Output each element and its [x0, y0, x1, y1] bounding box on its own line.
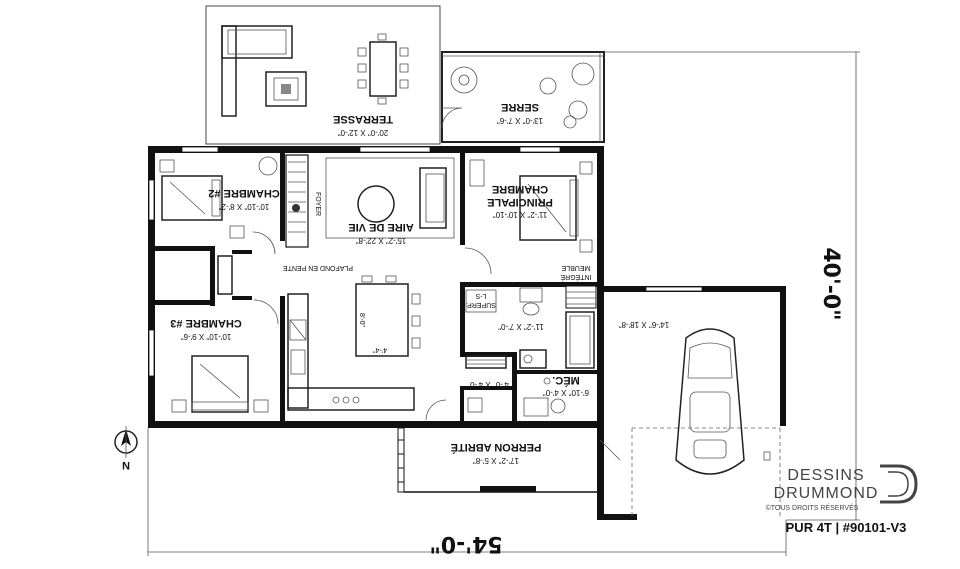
serre-dim: 13'-0" X 7'-6" — [497, 116, 543, 125]
foyer-note: FOYER — [314, 192, 321, 216]
superp-line2: SUPERP. — [466, 301, 496, 308]
chambre2-dim: 10'-10" X 8'-2" — [219, 202, 270, 211]
island-length: 8'-0" — [358, 313, 365, 327]
chambre3-room: CHAMBRE #3 10'-10" X 9'-6" — [170, 299, 279, 413]
plafond-note: PLAFOND EN PENTE — [283, 264, 353, 271]
superp-line1: L-S — [475, 292, 486, 299]
aire-name: AIRE DE VIE — [348, 221, 413, 233]
principale-dim: 11'-2" X 10'-10" — [493, 210, 548, 219]
overall-width: 54'-0" — [429, 531, 502, 556]
terrasse-name: TERRASSE — [333, 113, 393, 125]
chambre2-name: CHAMBRE #2 — [208, 187, 280, 199]
garage-dim: 14'-6" X 18'-8" — [619, 320, 670, 329]
north-arrow-icon: N — [114, 426, 138, 471]
brand-d-icon — [880, 464, 918, 504]
brand-block: DESSINS DRUMMOND ©TOUS DROITS RÉSERVÉS P… — [766, 464, 918, 535]
car-icon — [675, 328, 745, 475]
perron-name: PERRON ABRITÉ — [451, 441, 542, 454]
garage-area: 14'-6" X 18'-8" — [597, 286, 786, 520]
serre-name: SERRE — [501, 101, 539, 113]
terrasse-dim: 20'-0" X 12'-0" — [338, 128, 389, 137]
north-label: N — [122, 459, 130, 471]
island-width: 4'-4" — [373, 346, 387, 353]
brand-rights: ©TOUS DROITS RÉSERVÉS — [766, 503, 859, 512]
chambre3-dim: 10'-10" X 9'-6" — [181, 332, 232, 341]
overall-dimensions: 54'-0" 40'-0" — [147, 51, 860, 556]
aire-de-vie-room: AIRE DE VIE 15'-2" X 22'-8" FOYER PLAFON… — [283, 157, 455, 411]
brand-line2: DRUMMOND — [774, 485, 879, 502]
overall-depth: 40'-0" — [818, 247, 843, 320]
principale-line2: PRINCIPALE — [487, 196, 553, 208]
principale-line1: CHAMBRE — [492, 183, 548, 195]
aire-dim: 15'-2" X 22'-8" — [356, 236, 407, 245]
house-walls — [148, 146, 604, 428]
plan-code: PUR 4T | #90101-V3 — [786, 520, 907, 535]
chambre2-room: CHAMBRE #2 10'-10" X 8'-2" — [159, 156, 280, 255]
bathroom: L-S SUPERP. 11'-2" X 7'-0" — [465, 287, 595, 369]
chambre3-name: CHAMBRE #3 — [170, 317, 242, 329]
chambre-principale-room: CHAMBRE PRINCIPALE 11'-2" X 10'-10" MEUB… — [464, 159, 593, 282]
meuble-line2: INTÉGRÉ — [560, 273, 591, 282]
mechanical-closet: 4'-0" X 4'-0" MÉC. 6'-10" X 4'-0" — [425, 374, 589, 421]
mec-dim: 6'-10" X 4'-0" — [543, 388, 589, 397]
perron-area: PERRON ABRITÉ 17'-2" X 5'-8" — [397, 427, 597, 493]
bain-dim: 11'-2" X 7'-0" — [498, 322, 544, 331]
meuble-line1: MEUBLE — [561, 264, 590, 271]
brand-line1: DESSINS — [787, 467, 864, 484]
mec-name: MÉC. — [552, 374, 580, 387]
terrasse-area: TERRASSE 20'-0" X 12'-0" — [205, 5, 441, 145]
serre-area: SERRE 13'-0" X 7'-6" — [441, 51, 605, 143]
perron-dim: 17'-2" X 5'-8" — [473, 456, 519, 465]
placard-dim: 4'-0" X 4'-0" — [467, 380, 509, 389]
